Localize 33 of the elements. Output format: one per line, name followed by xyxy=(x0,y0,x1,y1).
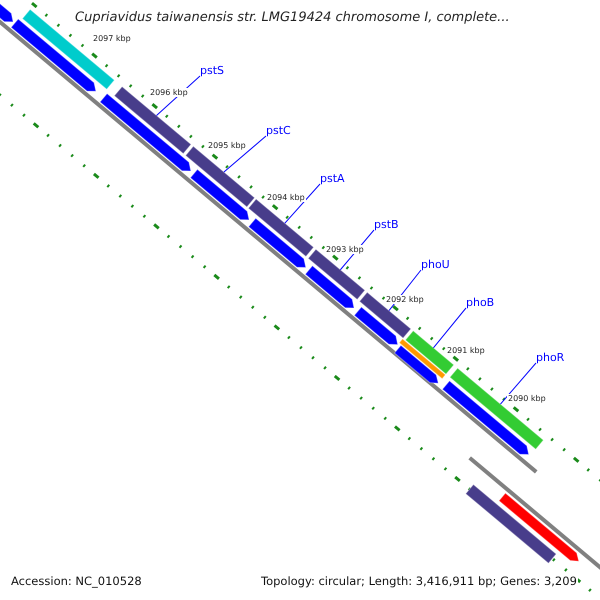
gene-label: phoB xyxy=(466,296,494,309)
tick-label: 2094 kbp xyxy=(266,193,306,202)
gene-label: pstA xyxy=(320,172,345,185)
gene-feature-bar xyxy=(394,344,439,384)
gene-feature-bar xyxy=(449,367,544,450)
footer-text: Accession: NC_010528 xyxy=(10,574,143,588)
tick-label: 2093 kbp xyxy=(325,245,365,254)
footer-text: Topology: circular; Length: 3,416,911 bp; Genes: 3,209 xyxy=(260,574,578,588)
gene-feature-bar xyxy=(498,492,580,562)
leader-line xyxy=(500,362,536,405)
gene-label: pstC xyxy=(266,124,291,137)
leader-line xyxy=(223,136,266,173)
tick-label: 2095 kbp xyxy=(207,141,247,150)
gene-feature-bar xyxy=(354,306,398,346)
gene-feature-bar xyxy=(465,484,557,564)
tick-label: 2091 kbp xyxy=(446,346,486,355)
map-title: Cupriavidus taiwanensis str. LMG19424 chromosome I, complete... xyxy=(75,10,510,25)
leader-line xyxy=(284,184,320,224)
tick-label: 2096 kbp xyxy=(149,88,189,97)
tick-label: 2097 kbp xyxy=(92,34,132,43)
gene-label: phoR xyxy=(536,351,564,364)
gene-label: pstB xyxy=(374,218,399,231)
tick-label: 2092 kbp xyxy=(385,295,425,304)
gene-feature-bar xyxy=(190,168,250,220)
gene-feature-bar xyxy=(114,86,192,154)
gene-feature-bar xyxy=(442,380,530,456)
gene-feature-bar xyxy=(398,338,446,380)
gene-label: phoU xyxy=(421,258,450,271)
tick-label: 2090 kbp xyxy=(507,394,547,403)
leader-line xyxy=(432,308,466,348)
gene-label: pstS xyxy=(200,64,224,77)
gene-feature-bar xyxy=(304,265,355,309)
gene-feature-bar xyxy=(248,218,306,268)
